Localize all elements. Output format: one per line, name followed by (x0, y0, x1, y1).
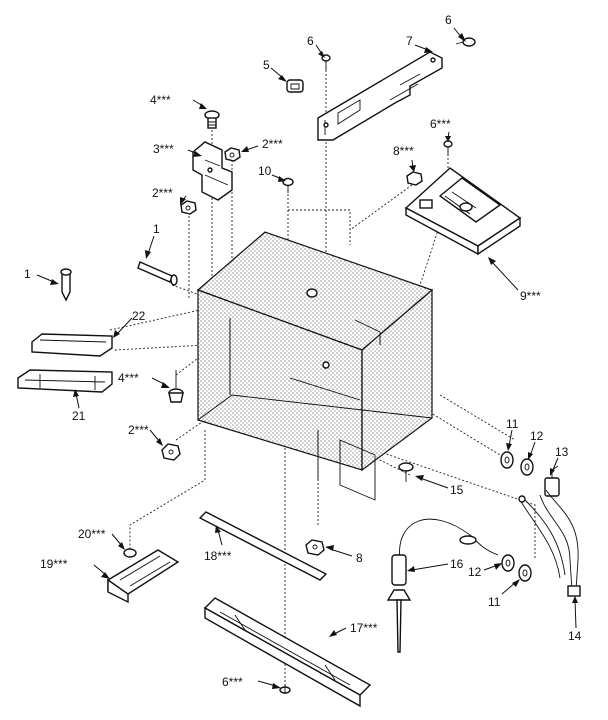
screw-top-right (455, 37, 476, 47)
callout-11-lower: 11 (488, 595, 501, 609)
callout-10: 10 (258, 164, 272, 178)
callout-labels: 6 7 6 5 4*** 3*** 2*** 2*** 10 8*** 6***… (24, 13, 582, 689)
callout-2-lower: 2*** (128, 423, 149, 437)
callout-16: 16 (450, 557, 464, 571)
callout-18: 18*** (204, 549, 232, 563)
trim-strip (198, 511, 328, 581)
callout-4-lower: 4*** (118, 371, 139, 385)
screw-mid-left (168, 370, 184, 403)
callout-4-upper: 4*** (150, 93, 171, 107)
top-mounting-bracket (317, 51, 443, 141)
callout-17: 17*** (350, 621, 378, 635)
nut-12-upper (520, 458, 534, 476)
callout-2-upper-left: 2*** (152, 186, 173, 200)
callout-6-top-center: 6 (307, 34, 314, 48)
door-latch-19 (107, 549, 180, 604)
screw-upper-left (204, 110, 220, 129)
callout-12-upper: 12 (530, 429, 544, 443)
leader-arrows (36, 27, 578, 689)
callout-8-top: 8*** (393, 144, 414, 158)
callout-2-upper-right: 2*** (262, 137, 283, 151)
callout-6-bottom: 6*** (222, 675, 243, 689)
nut-8-bottom (305, 539, 325, 556)
screw-6-bottom (279, 684, 291, 694)
screw-top-center (321, 54, 331, 70)
screw-6-right (443, 140, 453, 156)
callout-5: 5 (263, 58, 270, 72)
wire-harness (518, 489, 581, 597)
callout-20: 20*** (78, 527, 106, 541)
hinge-pin-center (137, 261, 178, 286)
screw-15 (398, 462, 414, 482)
callout-15: 15 (450, 483, 464, 497)
callout-1-left: 1 (24, 267, 31, 281)
nut-upper-right (224, 147, 241, 162)
washer-11-lower (518, 564, 532, 582)
hinge-base-plate (17, 369, 113, 393)
hinge-pin-left (60, 268, 72, 302)
callout-8-bottom: 8 (356, 551, 363, 565)
callout-7: 7 (406, 34, 413, 48)
callout-11-upper: 11 (506, 417, 519, 431)
washer-11-upper (500, 451, 514, 469)
cabinet-body (196, 231, 434, 501)
callout-12-lower: 12 (468, 565, 482, 579)
screw-10 (282, 177, 294, 193)
callout-9: 9*** (520, 289, 541, 303)
screw-20 (123, 548, 137, 558)
callout-6-top-right: 6 (445, 13, 452, 27)
nut-12-lower (501, 554, 515, 572)
door-gasket (31, 333, 113, 357)
callout-3: 3*** (153, 142, 174, 156)
callout-21: 21 (72, 409, 86, 423)
bottom-rail-17 (203, 597, 372, 708)
retaining-clip (286, 79, 304, 93)
callout-22: 22 (132, 309, 146, 323)
callout-1-center: 1 (153, 222, 160, 236)
control-board-assembly (404, 167, 522, 256)
nut-8-top (406, 171, 423, 186)
callout-14: 14 (568, 629, 582, 643)
callout-6-right: 6*** (430, 117, 451, 131)
thermal-switch-13 (544, 465, 560, 497)
switch-bracket (192, 141, 233, 201)
callout-13: 13 (555, 445, 569, 459)
nut-lower-left (161, 443, 181, 461)
temperature-probe (386, 518, 499, 653)
nut-upper-left (180, 200, 197, 215)
callout-19: 19*** (40, 557, 68, 571)
